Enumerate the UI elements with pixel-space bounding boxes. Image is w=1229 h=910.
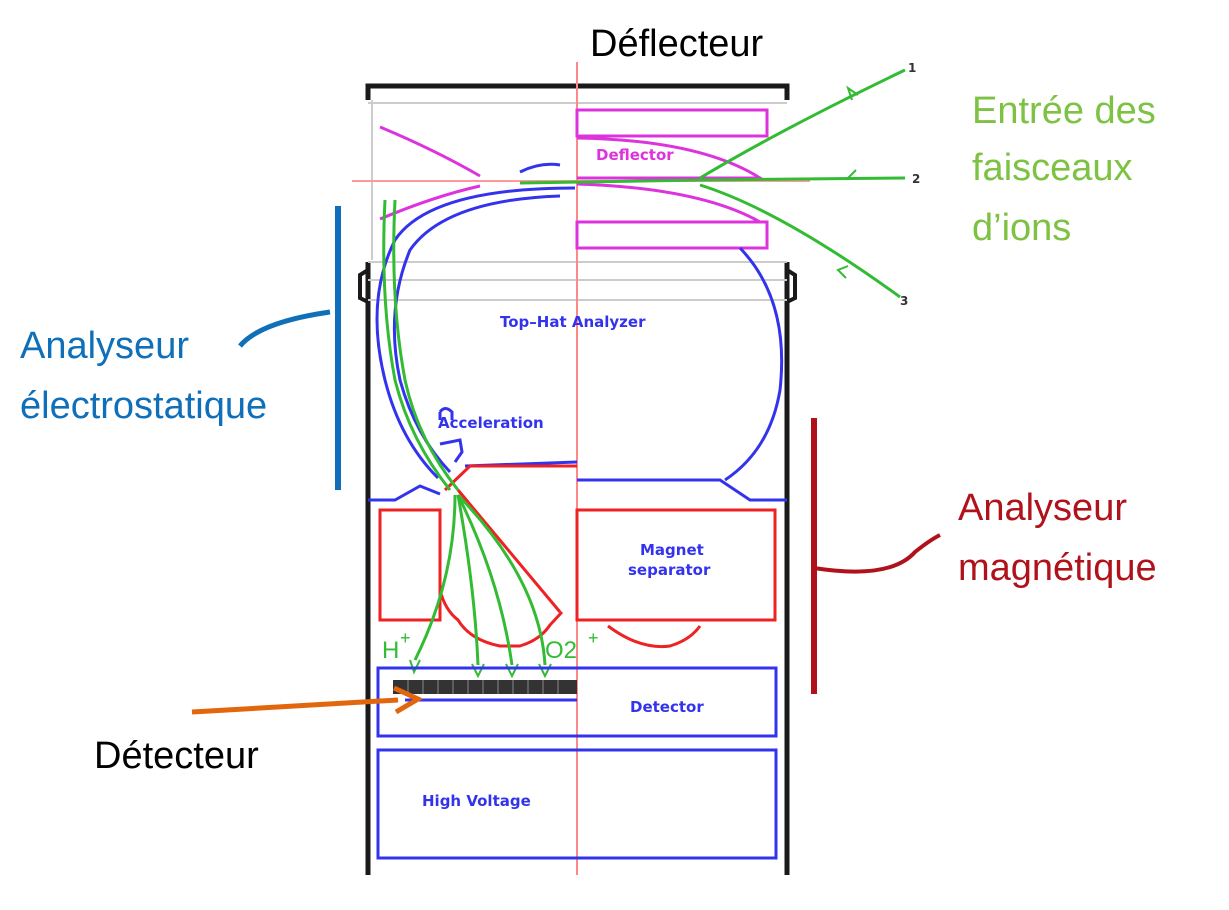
ion-label-o2-charge: + bbox=[588, 628, 599, 648]
beam-number-1: 1 bbox=[908, 61, 916, 75]
ion-label-h: H bbox=[382, 637, 399, 664]
detecteur-arrowhead bbox=[392, 685, 424, 715]
magnetic-leader bbox=[813, 533, 941, 574]
high-voltage-box bbox=[376, 748, 778, 860]
label-entree-line2: faisceaux bbox=[972, 147, 1133, 189]
top-hat-label: Top–Hat Analyzer bbox=[500, 313, 646, 331]
detector-label: Detector bbox=[630, 698, 704, 716]
label-analyseur-magnetique-line2: magnétique bbox=[958, 547, 1157, 589]
ion-trajectories bbox=[382, 199, 547, 666]
beam-arrowheads bbox=[836, 85, 860, 279]
magnet-separator bbox=[378, 464, 777, 649]
acceleration-stage bbox=[438, 407, 578, 468]
high-voltage-label: High Voltage bbox=[422, 792, 531, 810]
incoming-ion-beams bbox=[519, 68, 906, 299]
electrostatic-leader bbox=[238, 309, 331, 348]
deflector-label: Deflector bbox=[596, 146, 674, 164]
detector-plate-segments bbox=[407, 680, 559, 694]
magnet-label-line1: Magnet bbox=[640, 541, 704, 559]
label-analyseur-electro-line2: électrostatique bbox=[20, 385, 267, 427]
acceleration-label: Acceleration bbox=[438, 414, 544, 432]
ion-label-o2: O2 bbox=[545, 637, 577, 664]
beam-number-2: 2 bbox=[912, 172, 920, 186]
label-deflecteur: Déflecteur bbox=[590, 23, 764, 65]
magnet-label-line2: separator bbox=[628, 561, 711, 579]
deflector-plates bbox=[379, 108, 769, 250]
label-analyseur-magnetique-line1: Analyseur bbox=[958, 487, 1127, 529]
housing-lips bbox=[358, 268, 797, 304]
label-analyseur-electro-line1: Analyseur bbox=[20, 325, 189, 367]
top-hat-analyzer bbox=[368, 162, 787, 502]
beam-number-3: 3 bbox=[900, 294, 908, 308]
detecteur-arrow-line bbox=[191, 697, 399, 715]
ion-label-h-charge: + bbox=[400, 628, 411, 648]
label-detecteur: Détecteur bbox=[94, 735, 259, 777]
label-entree-line1: Entrée des bbox=[972, 90, 1156, 132]
label-entree-line3: d’ions bbox=[972, 207, 1071, 249]
detector-plate bbox=[393, 680, 577, 694]
